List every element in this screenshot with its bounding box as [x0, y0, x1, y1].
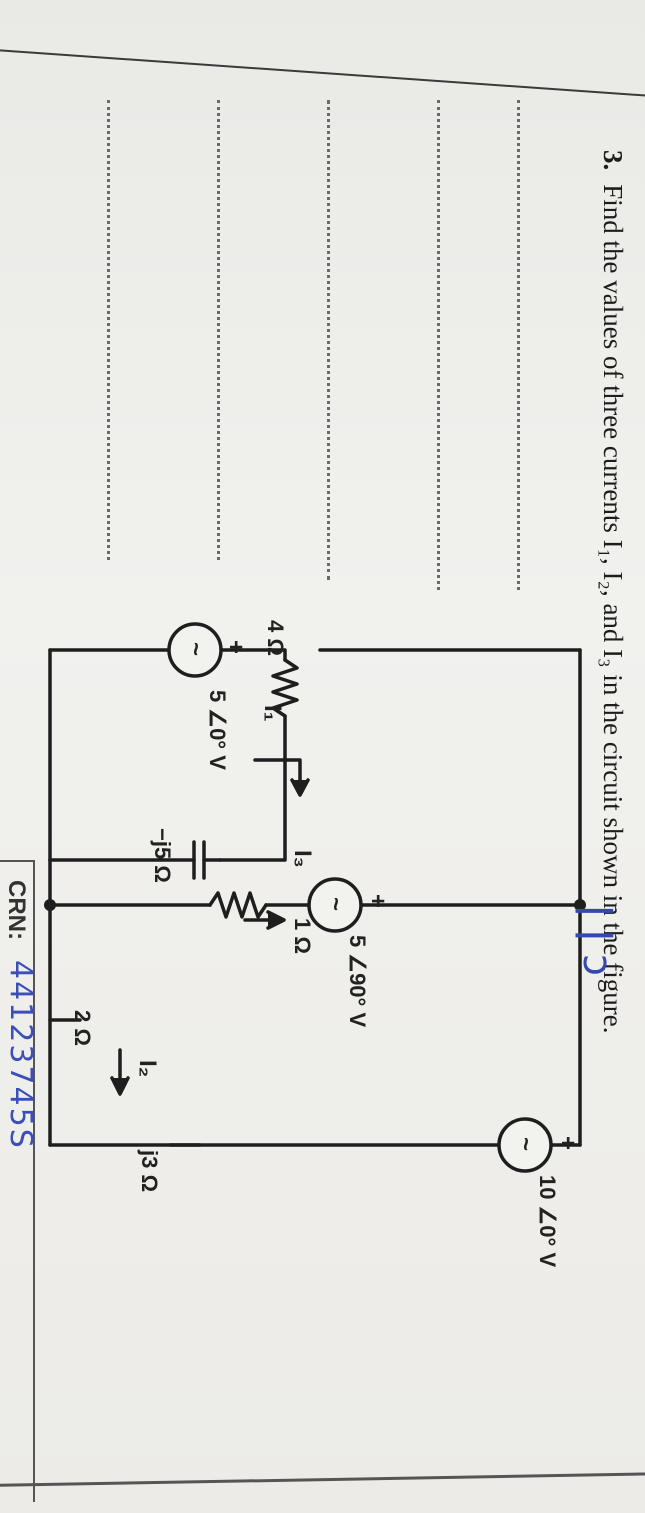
inductor-label: j3 Ω	[137, 1149, 162, 1192]
resistor-2-label: 2 Ω	[70, 1010, 95, 1046]
resistor-1-label: 1 Ω	[290, 918, 315, 954]
plus-sign: +	[222, 640, 249, 654]
source-3	[497, 1117, 553, 1173]
tilde-icon: ~	[182, 642, 209, 656]
source-2-label: 5 ∠90° V	[345, 935, 370, 1027]
plus-sign: +	[364, 894, 391, 908]
tilde-icon: ~	[322, 897, 349, 911]
current-i3-label: I₃	[289, 850, 316, 868]
current-i2-label: I₂	[134, 1060, 161, 1077]
resistor-4-label: 4 Ω	[263, 620, 288, 656]
source-1-label: 5 ∠0° V	[205, 690, 230, 770]
capacitor-label: −j5 Ω	[150, 828, 175, 883]
plus-sign: +	[554, 1136, 581, 1150]
current-i1-label: I₁	[259, 705, 286, 722]
tilde-icon: ~	[512, 1137, 539, 1151]
source-3-label: 10 ∠0° V	[535, 1175, 560, 1267]
pen-scribble-icon: ǀ ǀ ɔ	[574, 905, 620, 976]
